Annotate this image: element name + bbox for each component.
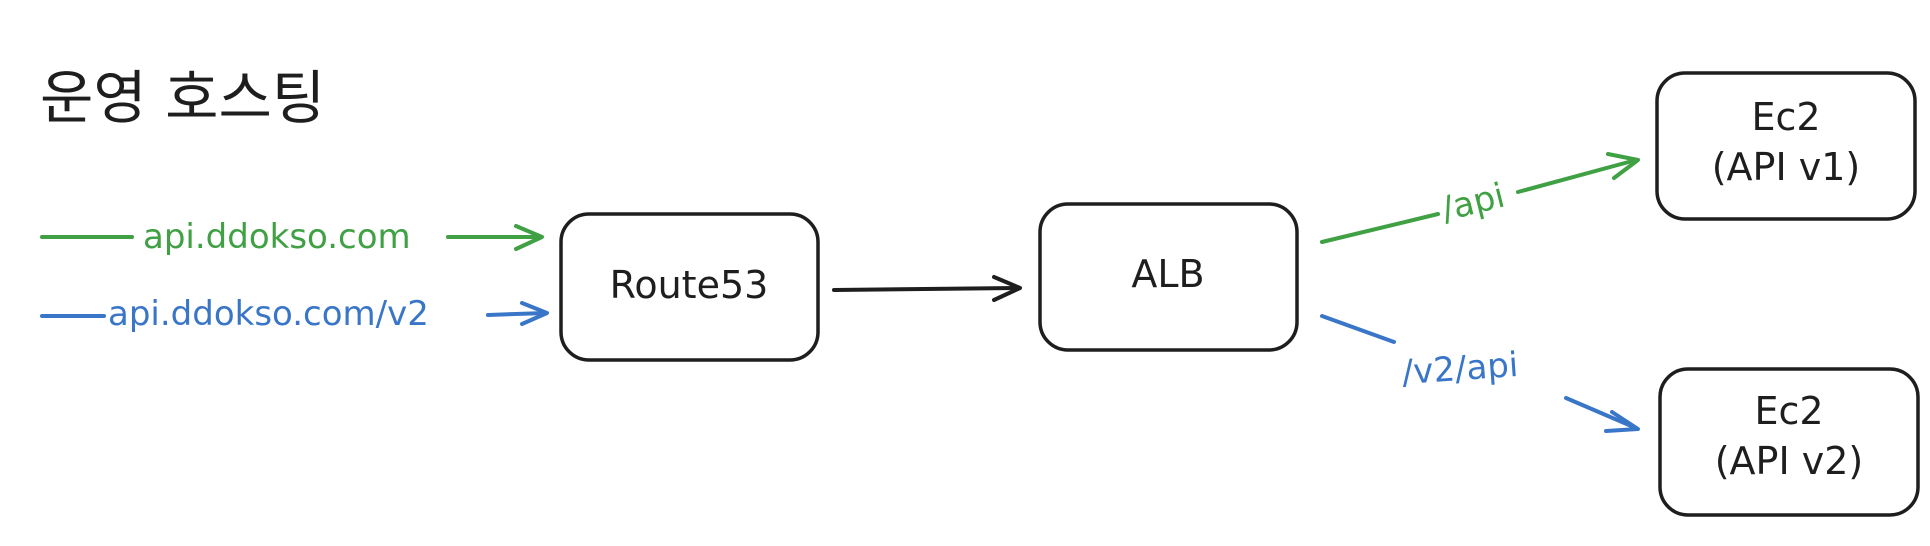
edge-in-v2: api.ddokso.com/v2 [40,294,549,334]
edge-alb-to-v2: /v2/api [1320,314,1640,433]
node-route53-label: Route53 [610,263,769,307]
node-ec2-v1: Ec2 (API v1) [1655,71,1917,221]
node-ec2-v1-line2: (API v1) [1712,145,1861,189]
node-ec2-v2-line2: (API v2) [1715,439,1864,483]
node-route53: Route53 [559,212,820,362]
node-alb-label: ALB [1131,252,1204,296]
arrowhead-icon [1604,410,1640,433]
edge-in-v1-label: api.ddokso.com [143,217,411,257]
edge-alb-to-v2-label: /v2/api [1401,345,1520,393]
arrowhead-icon [992,275,1022,302]
diagram-title: 운영 호스팅 [40,64,325,132]
node-ec2-v2-line1: Ec2 [1754,389,1823,433]
arrowhead-icon [520,301,549,326]
arrowhead-icon [1606,152,1640,180]
edge-route53-to-alb [832,275,1022,302]
edge-alb-to-v1: /api [1320,152,1640,244]
node-ec2-v1-line1: Ec2 [1751,95,1820,139]
edge-alb-to-v1-label: /api [1438,176,1509,230]
edge-in-v2-label: api.ddokso.com/v2 [108,294,429,334]
arrowhead-icon [514,224,544,251]
node-alb: ALB [1038,202,1299,352]
edge-in-v1: api.ddokso.com [40,217,544,257]
node-ec2-v2: Ec2 (API v2) [1658,367,1920,517]
